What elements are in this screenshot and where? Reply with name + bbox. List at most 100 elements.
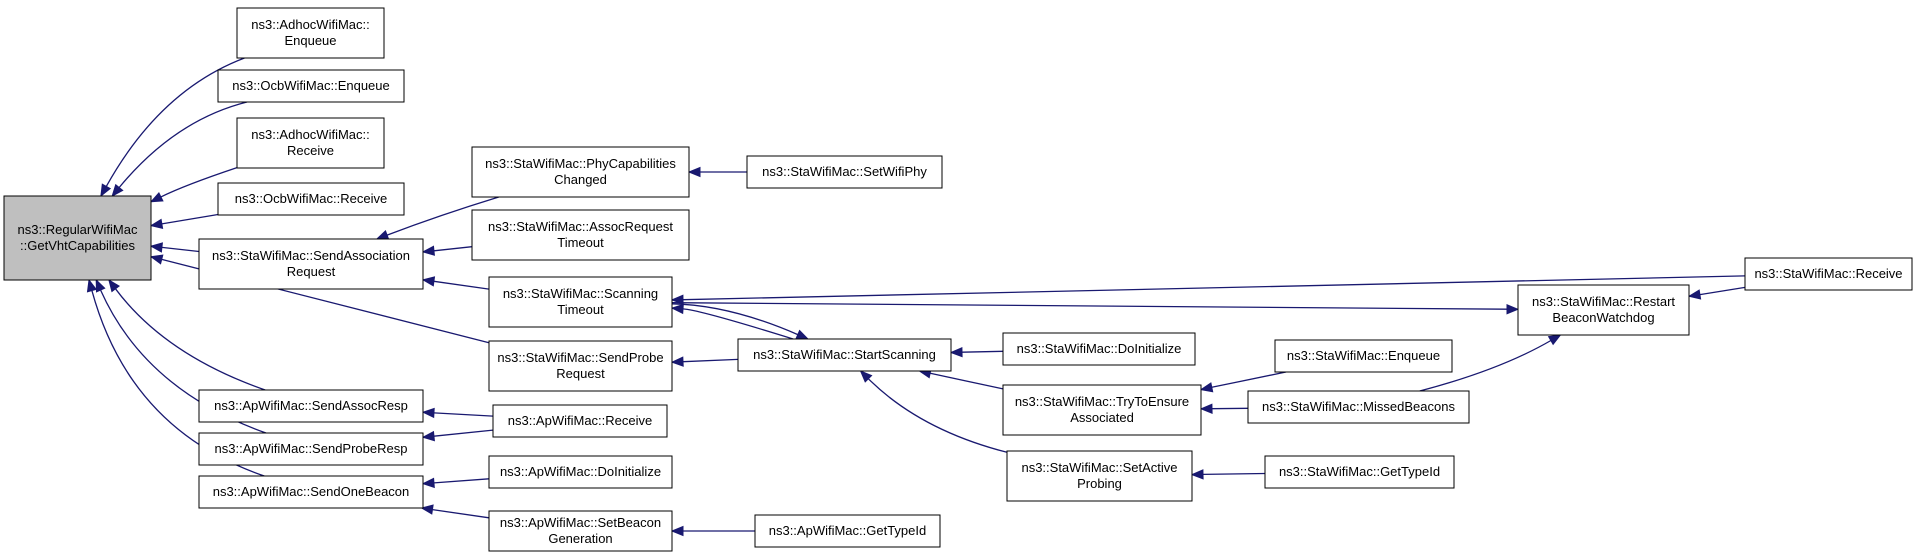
node-box: [754, 514, 941, 548]
node-label: Request: [287, 264, 336, 279]
node-label: ns3::ApWifiMac::SendProbeResp: [215, 441, 408, 456]
edge-sta-doinit-to-sta-start-scan: [949, 346, 1004, 358]
node-label: ns3::ApWifiMac::SendAssocResp: [214, 398, 408, 413]
node-label: ns3::OcbWifiMac::Enqueue: [232, 78, 390, 93]
node-box: [471, 146, 690, 198]
node-box: [1247, 390, 1470, 424]
edge-sta-get-type-to-sta-set-active: [1190, 469, 1266, 480]
node-ap-doinit[interactable]: ns3::ApWifiMac::DoInitialize: [488, 455, 673, 489]
node-ocb-receive[interactable]: ns3::OcbWifiMac::Receive: [217, 182, 405, 216]
node-label: Probing: [1077, 476, 1122, 491]
node-box: [1274, 339, 1453, 373]
node-adhoc-enqueue[interactable]: ns3::AdhocWifiMac::Enqueue: [236, 7, 385, 59]
node-label: ns3::ApWifiMac::SendOneBeacon: [213, 484, 410, 499]
nodes-layer: ns3::RegularWifiMac::GetVhtCapabilitiesn…: [3, 7, 1913, 552]
node-box: [471, 209, 690, 261]
edge-ap-get-type-to-ap-set-beacon-gen: [670, 525, 755, 537]
node-label: ns3::ApWifiMac::DoInitialize: [500, 464, 661, 479]
node-label: BeaconWatchdog: [1552, 310, 1654, 325]
edge-ocb-enqueue-to-root: [111, 101, 248, 198]
edge-ap-receive-to-ap-send-assoc-resp: [421, 407, 494, 419]
node-label: ns3::ApWifiMac::SetBeacon: [500, 515, 661, 530]
node-label: ns3::StaWifiMac::Receive: [1754, 266, 1902, 281]
node-label: ns3::StaWifiMac::Enqueue: [1287, 348, 1440, 363]
node-label: ns3::StaWifiMac::DoInitialize: [1017, 341, 1182, 356]
node-box: [488, 455, 673, 489]
node-sta-get-type[interactable]: ns3::StaWifiMac::GetTypeId: [1264, 455, 1455, 489]
node-box: [488, 510, 673, 552]
node-label: ns3::ApWifiMac::GetTypeId: [769, 523, 927, 538]
edge-sta-scan-timeout-to-sta-restart-beacon: [671, 302, 1520, 315]
edge-ap-send-assoc-resp-to-root: [108, 278, 266, 391]
node-ap-send-assoc-resp[interactable]: ns3::ApWifiMac::SendAssocResp: [198, 389, 424, 423]
node-label: ns3::StaWifiMac::SetWifiPhy: [762, 164, 927, 179]
node-label: ns3::AdhocWifiMac::: [251, 127, 370, 142]
node-box: [488, 276, 673, 328]
edge-sta-set-active-to-sta-start-scan: [859, 370, 1008, 453]
node-label: ns3::ApWifiMac::Receive: [508, 413, 653, 428]
node-box: [1002, 384, 1202, 436]
node-label: ns3::StaWifiMac::Restart: [1532, 294, 1675, 309]
node-ocb-enqueue[interactable]: ns3::OcbWifiMac::Enqueue: [217, 69, 405, 103]
edge-ocb-receive-to-root: [149, 213, 219, 230]
node-label: ns3::RegularWifiMac: [18, 222, 138, 237]
node-label: ns3::AdhocWifiMac::: [251, 17, 370, 32]
edge-sta-scan-timeout-to-sta-start-scan: [671, 303, 810, 340]
edge-sta-try-ensure-to-sta-start-scan: [918, 368, 1004, 390]
node-box: [746, 155, 943, 189]
node-label: Associated: [1070, 410, 1134, 425]
node-box: [198, 432, 424, 466]
edge-ap-doinit-to-ap-send-one-beacon: [421, 477, 490, 489]
node-box: [217, 182, 405, 216]
node-box: [217, 69, 405, 103]
node-box: [198, 238, 424, 290]
node-box: [1517, 284, 1690, 336]
edge-ap-receive-to-ap-send-probe-resp: [421, 429, 494, 442]
edge-sta-enqueue-to-sta-try-ensure: [1199, 371, 1287, 393]
edge-sta-receive-to-sta-scan-timeout: [670, 275, 1746, 305]
node-label: ns3::StaWifiMac::SetActive: [1021, 460, 1177, 475]
edge-sta-assoc-timeout-to-sta-send-assoc: [421, 245, 473, 256]
node-sta-doinit[interactable]: ns3::StaWifiMac::DoInitialize: [1002, 332, 1196, 366]
node-label: ns3::StaWifiMac::StartScanning: [753, 347, 936, 362]
node-sta-set-wifi-phy[interactable]: ns3::StaWifiMac::SetWifiPhy: [746, 155, 943, 189]
node-label: ns3::StaWifiMac::Scanning: [503, 286, 658, 301]
node-label: ns3::StaWifiMac::AssocRequest: [488, 219, 673, 234]
node-sta-receive[interactable]: ns3::StaWifiMac::Receive: [1744, 257, 1913, 291]
node-ap-receive[interactable]: ns3::ApWifiMac::Receive: [492, 404, 668, 438]
node-label: ns3::StaWifiMac::SendAssociation: [212, 248, 410, 263]
node-ap-send-one-beacon[interactable]: ns3::ApWifiMac::SendOneBeacon: [198, 475, 424, 509]
node-label: ns3::StaWifiMac::GetTypeId: [1279, 464, 1440, 479]
node-ap-send-probe-resp[interactable]: ns3::ApWifiMac::SendProbeResp: [198, 432, 424, 466]
node-box: [198, 389, 424, 423]
node-label: ns3::StaWifiMac::TryToEnsure: [1015, 394, 1189, 409]
node-adhoc-receive[interactable]: ns3::AdhocWifiMac::Receive: [236, 117, 385, 169]
node-sta-start-scan[interactable]: ns3::StaWifiMac::StartScanning: [737, 338, 952, 372]
node-box: [1006, 450, 1193, 502]
edge-ap-set-beacon-gen-to-ap-send-one-beacon: [420, 504, 490, 519]
node-label: Timeout: [557, 302, 604, 317]
node-label: Generation: [548, 531, 612, 546]
node-box: [3, 195, 152, 281]
node-root[interactable]: ns3::RegularWifiMac::GetVhtCapabilities: [3, 195, 152, 281]
node-sta-missed-beacons[interactable]: ns3::StaWifiMac::MissedBeacons: [1247, 390, 1470, 424]
node-box: [492, 404, 668, 438]
node-sta-enqueue[interactable]: ns3::StaWifiMac::Enqueue: [1274, 339, 1453, 373]
node-box: [1744, 257, 1913, 291]
node-box: [1002, 332, 1196, 366]
node-ap-get-type[interactable]: ns3::ApWifiMac::GetTypeId: [754, 514, 941, 548]
edge-sta-missed-beacons-to-sta-restart-beacon: [1419, 334, 1562, 392]
edge-sta-missed-beacons-to-sta-try-ensure: [1199, 403, 1249, 414]
node-label: Enqueue: [284, 33, 336, 48]
node-label: Changed: [554, 172, 607, 187]
